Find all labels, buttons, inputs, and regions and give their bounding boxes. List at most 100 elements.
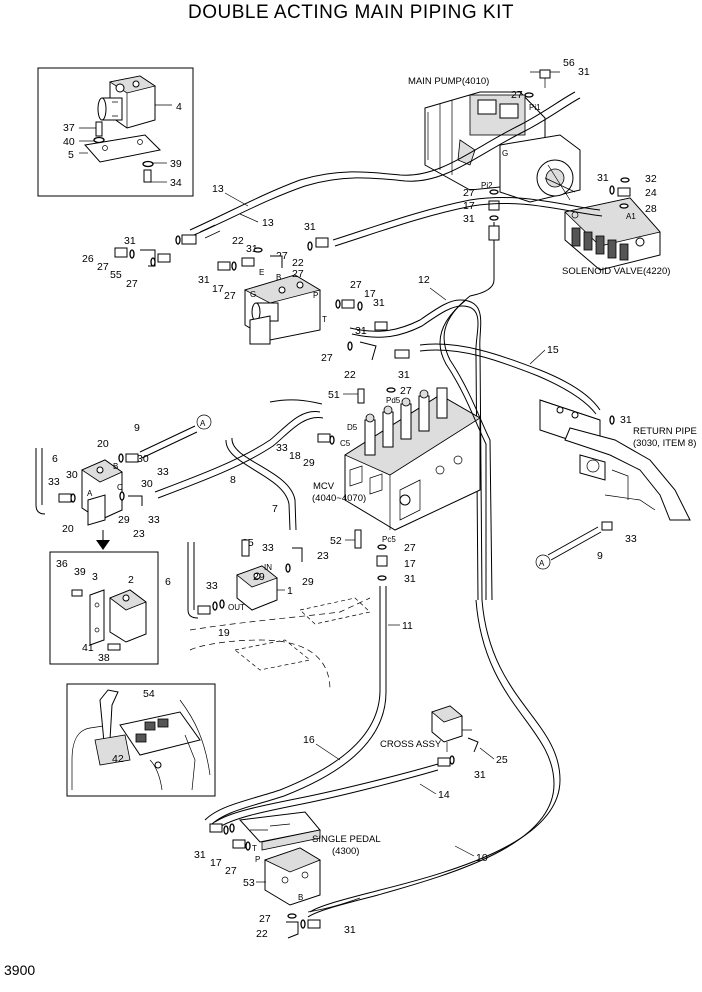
single-pedal-caption-2: (4300)	[332, 846, 359, 857]
callout-31-a: 31	[246, 243, 258, 255]
port-t-pedal: T	[252, 844, 257, 853]
port-a-valve: A	[87, 489, 93, 498]
port-g-pump: G	[502, 149, 508, 158]
callout-33-c: 33	[148, 514, 160, 526]
callout-27-pd5: 27	[400, 385, 412, 397]
callout-31-x: 31	[474, 769, 486, 781]
callout-17-d: 17	[212, 283, 224, 295]
callout-18: 18	[289, 450, 301, 462]
single-pedal-caption-1: SINGLE PEDAL	[312, 834, 381, 845]
callout-32: 32	[645, 173, 657, 185]
port-pc5: Pc5	[382, 535, 396, 544]
pilot-block	[243, 274, 322, 345]
callout-56: 56	[563, 57, 575, 69]
ref-a-top: A	[200, 419, 206, 428]
callout-17-sp: 17	[210, 857, 222, 869]
callout-51: 51	[328, 389, 340, 401]
return-pipe-caption-2: (3030, ITEM 8)	[633, 438, 696, 449]
callout-39-b: 39	[74, 566, 86, 578]
port-b-pedal: B	[298, 893, 303, 902]
callout-31-pi2: 31	[463, 213, 475, 225]
main-pump	[424, 69, 581, 203]
solenoid-valve-caption: SOLENOID VALVE(4220)	[562, 266, 670, 277]
port-b-valve: B	[113, 462, 118, 471]
port-pd5: Pd5	[386, 396, 401, 405]
callout-5: 5	[68, 149, 74, 161]
callout-31-d: 31	[198, 274, 210, 286]
callout-22-bot: 22	[256, 928, 268, 940]
small-block	[236, 565, 278, 611]
callout-19: 19	[218, 627, 230, 639]
callout-17-e: 17	[364, 288, 376, 300]
callout-25: 25	[496, 754, 508, 766]
callout-9-b: 9	[597, 550, 603, 562]
inset-valve-block	[37, 67, 194, 197]
callout-37: 37	[63, 122, 75, 134]
callout-27-l2: 27	[126, 278, 138, 290]
callout-27-e: 27	[350, 279, 362, 291]
callout-31-g: 31	[398, 369, 410, 381]
port-out: OUT	[228, 603, 245, 612]
callout-27-l1: 27	[97, 261, 109, 273]
callout-27-pc5: 27	[404, 542, 416, 554]
callout-6-b: 6	[165, 576, 171, 588]
page-number: 3900	[4, 962, 36, 978]
callout-4: 4	[176, 101, 182, 113]
callout-13-b: 13	[262, 217, 274, 229]
callout-20-b: 20	[62, 523, 74, 535]
callout-20-a: 20	[97, 438, 109, 450]
callout-13-a: 13	[212, 183, 224, 195]
callout-30-b: 30	[137, 453, 149, 465]
callout-9-a: 9	[134, 422, 140, 434]
callout-22-a: 22	[232, 235, 244, 247]
callout-31-e: 31	[373, 297, 385, 309]
callout-33-e: 33	[262, 542, 274, 554]
callout-17-pi2: 17	[463, 200, 475, 212]
port-d5: D5	[347, 423, 358, 432]
callout-1: 1	[287, 585, 293, 597]
callout-40: 40	[63, 136, 75, 148]
inset-valve-2	[49, 551, 159, 665]
return-pipe	[539, 399, 691, 521]
callout-33-d: 33	[276, 442, 288, 454]
callout-16: 16	[303, 734, 315, 746]
callout-24: 24	[645, 187, 657, 199]
callout-54: 54	[143, 688, 155, 700]
port-b-block: B	[276, 273, 281, 282]
mcv-caption-1: MCV	[313, 481, 335, 492]
callout-30-c: 30	[141, 478, 153, 490]
callout-36: 36	[56, 558, 68, 570]
callout-29-d: 29	[302, 576, 314, 588]
port-e: E	[259, 268, 264, 277]
callout-27-bot: 27	[259, 913, 271, 925]
mcv-block	[344, 387, 481, 531]
callout-31-pc5: 31	[404, 573, 416, 585]
callout-29-b: 29	[303, 457, 315, 469]
main-pump-caption: MAIN PUMP(4010)	[408, 76, 489, 87]
port-pi1: Pi1	[529, 103, 541, 112]
port-t-block: T	[322, 315, 327, 324]
callout-6-a: 6	[52, 453, 58, 465]
callout-27-d: 27	[224, 290, 236, 302]
port-c-valve: C	[117, 483, 123, 492]
callout-27-c: 27	[292, 268, 304, 280]
callout-27-pi2: 27	[463, 187, 475, 199]
port-in: IN	[264, 563, 272, 572]
callout-2: 2	[128, 574, 134, 586]
callout-41: 41	[82, 642, 94, 654]
callout-12: 12	[418, 274, 430, 286]
inset-cab	[66, 683, 216, 797]
callout-52: 52	[330, 535, 342, 547]
port-pi2: Pi2	[481, 181, 493, 190]
callout-55: 55	[110, 269, 122, 281]
cross-assy	[431, 705, 479, 753]
callout-27-pump: 27	[511, 89, 523, 101]
callout-27-sp: 27	[225, 865, 237, 877]
callout-33-f: 33	[206, 580, 218, 592]
callout-38: 38	[98, 652, 110, 664]
callout-31-l1: 31	[124, 235, 136, 247]
diagram-title: DOUBLE ACTING MAIN PIPING KIT	[188, 2, 514, 23]
mcv-caption-2: (4040~4070)	[312, 493, 366, 504]
callout-22-b: 22	[292, 257, 304, 269]
